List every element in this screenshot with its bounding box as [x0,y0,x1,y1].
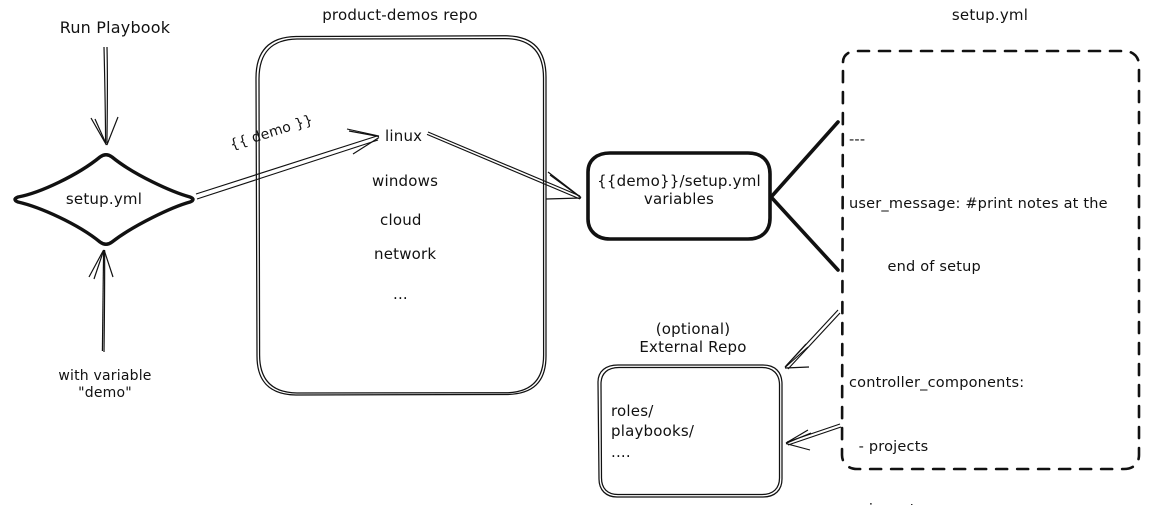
arrow-job-templates-to-external-repo [785,423,842,451]
arrow-linux-to-variables [426,131,582,200]
edge-label-demo: {{ demo }} [228,112,316,154]
yml-line: - inventory_sources [849,500,1139,505]
yml-line-spacer [849,321,1139,331]
setup-yml-diamond-label: setup.yml [65,190,143,208]
repo-item-ellipsis: ... [393,285,408,303]
with-variable-label: with variable "demo" [58,368,152,402]
external-repo-item-playbooks: playbooks/ [611,422,695,440]
setup-yml-content: --- user_message: #print notes at the en… [849,88,1139,505]
connector-setup-yml-to-variables [770,120,840,272]
yml-line: user_message: #print notes at the [849,195,1108,212]
yml-line: controller_components: [849,375,1025,392]
repo-item-cloud: cloud [380,211,422,229]
setup-yml-box-title: setup.yml [951,6,1029,24]
repo-item-windows: windows [372,172,439,190]
yml-line: --- [849,132,866,149]
yml-line: - projects [849,438,929,455]
product-demos-repo-title: product-demos repo [322,6,478,24]
run-playbook-label: Run Playbook [59,18,171,37]
arrow-demo-to-linux [195,128,380,200]
external-repo-item-roles: roles/ [611,402,654,420]
arrow-projects-to-external-repo [784,309,841,370]
arrow-with-variable [88,249,114,353]
repo-item-linux: linux [385,127,423,145]
external-repo-title: (optional) External Repo [639,320,747,357]
demo-variables-label: {{demo}}/setup.yml variables [597,172,761,209]
repo-item-network: network [374,245,437,263]
yml-line: end of setup [849,259,981,276]
external-repo-item-ellipsis: .... [611,443,631,461]
arrow-run-playbook [90,46,119,146]
